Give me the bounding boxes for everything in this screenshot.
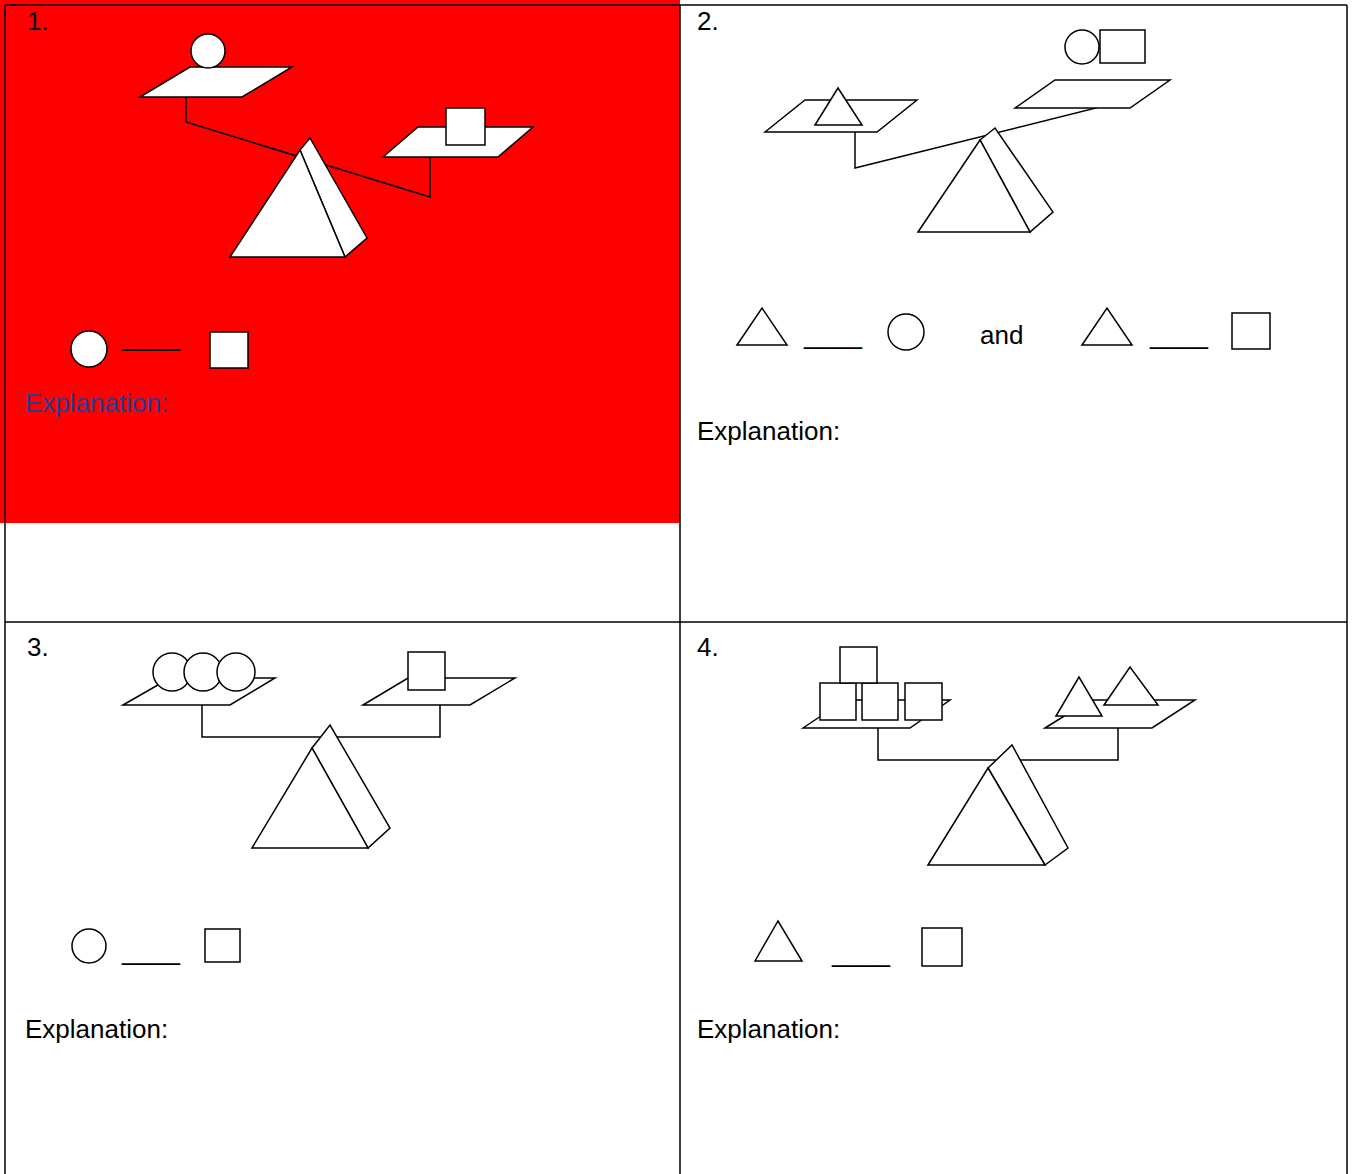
table-grid-part — [5, 4, 1347, 6]
balance-scale-part — [217, 653, 255, 691]
explanation-label: Explanation: — [697, 418, 840, 444]
answer-blank: ____ — [122, 938, 180, 964]
balance-scale-part — [862, 683, 898, 720]
comparison-symbols-part — [210, 332, 248, 368]
problem-number: 1. — [27, 8, 49, 34]
comparison-symbols-part — [888, 314, 924, 350]
balance-scale-part — [252, 748, 368, 848]
balance-scale-part — [918, 140, 1030, 232]
balance-scale-part — [815, 88, 862, 125]
explanation-label: Explanation: — [697, 1016, 840, 1042]
balance-scale-part — [230, 150, 345, 257]
balance-scale-part — [1065, 30, 1099, 64]
comparison-symbols-part — [755, 921, 802, 961]
table-grid-part — [4, 5, 6, 1174]
comparison-symbols-part — [1082, 308, 1132, 345]
balance-scale — [803, 647, 1195, 865]
balance-scale-part — [840, 647, 877, 683]
explanation-label: Explanation: — [25, 390, 168, 416]
problem-number: 4. — [697, 634, 719, 660]
balance-scale — [140, 34, 533, 257]
balance-scale-part — [191, 34, 225, 68]
answer-blank: ____ — [832, 940, 890, 966]
answer-blank: ____ — [1150, 322, 1208, 348]
comparison-symbols-part — [205, 929, 240, 962]
balance-scale — [123, 652, 515, 848]
connector-word: and — [980, 322, 1023, 348]
comparison-symbols-part — [737, 308, 787, 345]
table-grid-part — [5, 621, 1347, 623]
balance-scale-part — [1015, 80, 1170, 108]
table-grid-part — [1346, 5, 1348, 1174]
comparison-symbols — [71, 308, 1270, 966]
table-grid-part — [679, 5, 681, 1174]
balance-scale-part — [1056, 677, 1102, 716]
balance-scale-part — [140, 67, 292, 97]
balance-scale-part — [446, 108, 485, 145]
comparison-symbols-part — [1232, 313, 1270, 349]
problem-number: 2. — [697, 8, 719, 34]
comparison-symbols-part — [72, 929, 106, 963]
balance-scale-part — [202, 705, 440, 737]
balance-scale-part — [820, 683, 856, 720]
balance-scale-part — [408, 652, 445, 690]
comparison-symbols-part — [922, 928, 962, 966]
explanation-label: Explanation: — [25, 1016, 168, 1042]
table-grid — [5, 5, 1347, 1174]
answer-blank: ____ — [122, 324, 180, 350]
balance-scale-part — [1100, 30, 1145, 63]
problem-number: 3. — [27, 634, 49, 660]
answer-blank: ____ — [804, 322, 862, 348]
balance-scale-part — [928, 768, 1045, 865]
cell-background — [0, 0, 680, 523]
balance-scale-part — [878, 728, 1118, 760]
balance-scale-part — [905, 683, 942, 720]
balance-scale — [765, 30, 1170, 232]
comparison-symbols-part — [71, 331, 107, 367]
red-highlight — [0, 0, 680, 523]
balance-scale-part — [1104, 667, 1158, 705]
